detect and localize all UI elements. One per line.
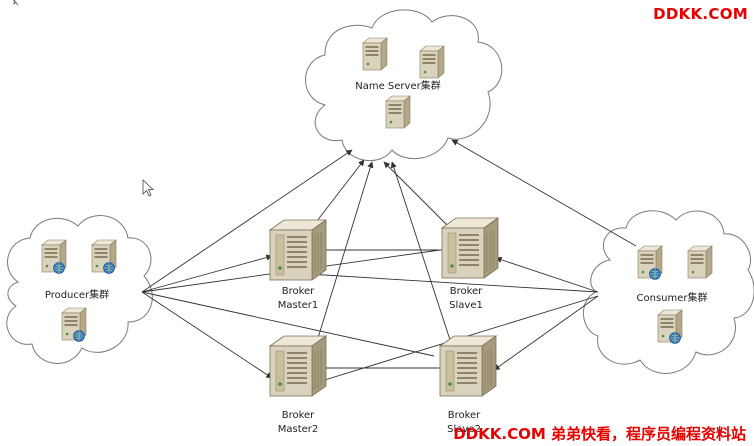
edge-consumer-master1 — [307, 271, 599, 293]
broker-server-icon — [269, 335, 327, 397]
cursor-icon — [13, 0, 19, 6]
broker-slave1-line1: Broker — [450, 286, 483, 297]
server-globe-icon — [42, 240, 66, 274]
server-globe-icon — [638, 246, 662, 280]
server-globe-icon — [658, 310, 682, 344]
broker-master2: Broker Master2 — [269, 335, 327, 435]
edge-producer-master1 — [141, 254, 273, 293]
server-icon — [362, 37, 388, 71]
edge-producer-slave2 — [141, 291, 435, 357]
name-server-label: Name Server集群 — [355, 79, 440, 92]
broker-server-icon — [269, 219, 327, 281]
broker-master1-line2: Master1 — [278, 300, 319, 311]
broker-slave2: Broker Slave2 — [439, 335, 497, 435]
broker-server-icon — [439, 335, 497, 397]
connections — [141, 139, 637, 384]
edge-consumer-slave2 — [493, 295, 599, 371]
server-icon — [687, 245, 713, 279]
edge-producer-master2 — [141, 291, 273, 379]
broker-slave2-line2: Slave2 — [447, 424, 481, 435]
broker-slave1: Broker Slave1 — [441, 217, 499, 311]
edge-consumer-nameserver — [451, 139, 637, 247]
name-server-cluster: Name Server集群 — [355, 37, 445, 129]
consumer-cluster: Consumer集群 — [637, 245, 713, 344]
server-globe-icon — [62, 308, 86, 342]
name-server-cloud — [305, 9, 503, 161]
consumer-label: Consumer集群 — [637, 291, 708, 304]
edge-consumer-slave1 — [495, 256, 599, 293]
producer-cluster: Producer集群 — [42, 240, 116, 342]
watermark-top: DDKK.COM — [653, 5, 748, 23]
broker-master2-line2: Master2 — [278, 424, 319, 435]
server-icon — [385, 95, 411, 129]
watermark-bottom: DDKK.COM 弟弟快看，程序员编程资料站 — [453, 425, 746, 443]
cursor-icon — [142, 179, 155, 197]
broker-server-icon — [441, 217, 499, 279]
edge-master1-nameserver — [309, 159, 365, 231]
broker-master2-line1: Broker — [282, 410, 315, 421]
edge-slave2-nameserver — [390, 161, 453, 347]
broker-master1-line1: Broker — [282, 286, 315, 297]
server-icon — [419, 45, 445, 79]
server-globe-icon — [92, 240, 116, 274]
producer-label: Producer集群 — [45, 288, 109, 301]
broker-slave2-line1: Broker — [448, 410, 481, 421]
broker-master1: Broker Master1 — [269, 219, 327, 311]
edge-producer-nameserver — [141, 149, 353, 293]
broker-slave1-line2: Slave1 — [449, 300, 483, 311]
